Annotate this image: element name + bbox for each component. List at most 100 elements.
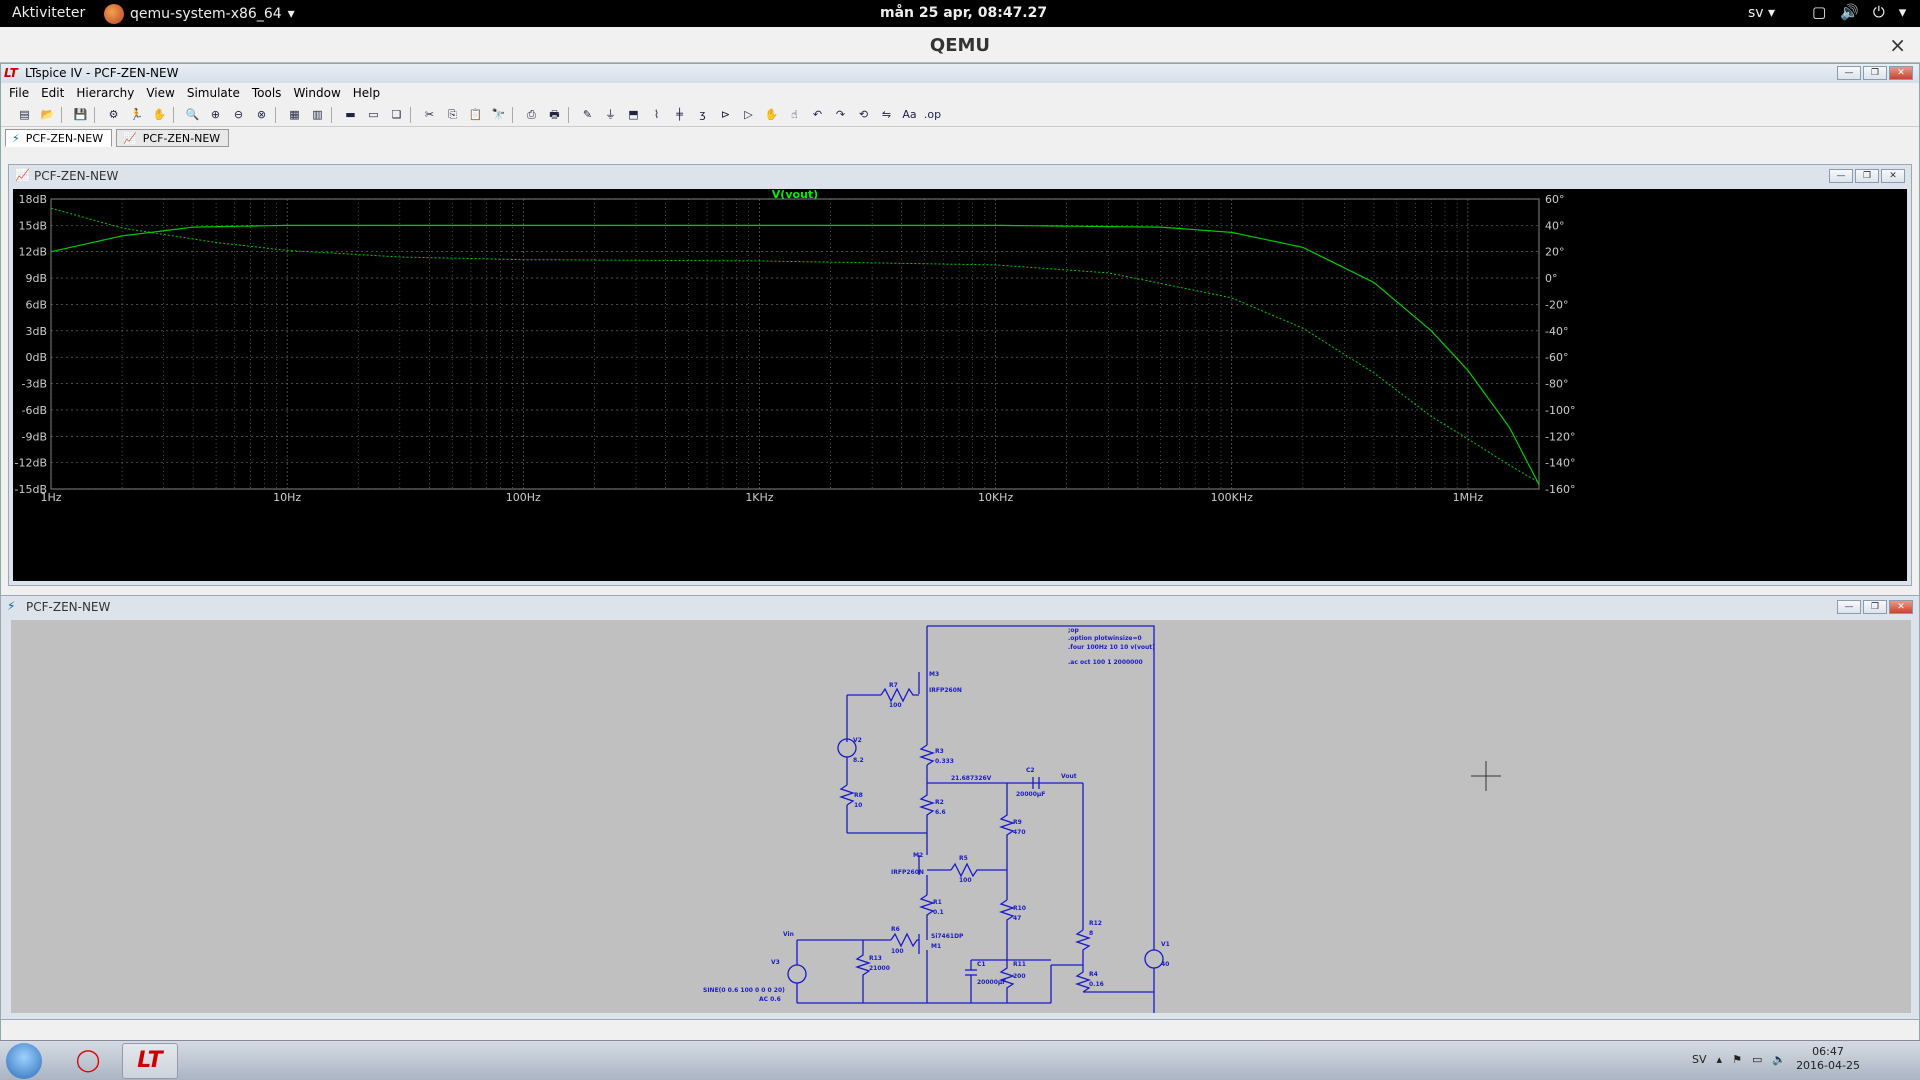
minimize-button[interactable]: — xyxy=(1829,169,1853,183)
inductor-icon[interactable]: ʒ xyxy=(699,107,706,121)
menu-file[interactable]: File xyxy=(9,86,30,100)
text-icon[interactable]: Aa xyxy=(902,107,917,121)
schematic-icon: ⚡ xyxy=(7,599,16,613)
menu-hierarchy[interactable]: Hierarchy xyxy=(76,86,135,100)
minimize-button[interactable]: — xyxy=(1837,600,1861,614)
y-left-tick-label: 12dB xyxy=(18,246,47,259)
source-spec-label: AC 0.6 xyxy=(759,996,781,1003)
x-tick-label: 10KHz xyxy=(978,491,1013,504)
ltspice-taskbar-button[interactable]: LT xyxy=(122,1043,178,1079)
y-right-tick-label: 20° xyxy=(1545,246,1565,259)
y-right-tick-label: 40° xyxy=(1545,219,1565,232)
y-left-tick-label: 3dB xyxy=(25,325,47,338)
close-button[interactable]: ✕ xyxy=(1889,600,1913,614)
spice-directive: .four 100Hz 10 10 v(vout) xyxy=(1068,644,1155,651)
system-tray[interactable]: ▢ 🔊 ⏻ ▾ xyxy=(1812,3,1906,21)
tile-horizontal-icon[interactable]: ▬ xyxy=(345,107,356,121)
maximize-button[interactable]: ❐ xyxy=(1863,600,1887,614)
ground-icon[interactable]: ⏚ xyxy=(605,107,616,121)
move-icon[interactable]: ✋ xyxy=(764,107,779,121)
close-button[interactable]: ✕ xyxy=(1881,169,1905,183)
capacitor-icon[interactable]: ╪ xyxy=(676,107,683,121)
print-icon[interactable]: 🖶 xyxy=(549,107,560,121)
schematic-window-title: PCF-ZEN-NEW xyxy=(26,600,111,614)
autorange-icon[interactable]: ▦ xyxy=(289,107,300,121)
input-language[interactable]: sv ▾ xyxy=(1748,5,1776,21)
find-icon[interactable]: 🔭 xyxy=(491,107,506,121)
toolbar-separator xyxy=(173,106,179,123)
run-icon[interactable]: 🏃 xyxy=(129,107,144,121)
grid-icon[interactable]: ▥ xyxy=(312,107,323,121)
zoom-in-icon[interactable]: 🔍 xyxy=(185,107,200,121)
menu-tools[interactable]: Tools xyxy=(251,86,282,100)
schematic-window-titlebar: ⚡ PCF-ZEN-NEW — ❐ ✕ xyxy=(1,596,1919,618)
y-left-tick-label: 0dB xyxy=(25,351,47,364)
print-setup-icon[interactable]: ⎙ xyxy=(527,107,536,121)
paste-icon[interactable]: 📋 xyxy=(468,107,483,121)
zoom-out-icon[interactable]: ⊖ xyxy=(233,107,244,121)
settings-icon[interactable]: ⚙ xyxy=(108,107,119,121)
component-label: M3 xyxy=(929,671,939,678)
resistor-r2 xyxy=(918,783,936,855)
menu-simulate[interactable]: Simulate xyxy=(186,86,240,100)
close-button[interactable]: ✕ xyxy=(1889,66,1913,80)
activities-button[interactable]: Aktiviteter xyxy=(12,5,86,21)
y-right-tick-label: -20° xyxy=(1545,298,1568,311)
start-button[interactable] xyxy=(6,1043,42,1079)
network-icon[interactable]: ▭ xyxy=(1751,1052,1763,1066)
minimize-button[interactable]: — xyxy=(1837,66,1861,80)
cascade-icon[interactable]: ❏ xyxy=(391,107,402,121)
maximize-button[interactable]: ❐ xyxy=(1863,66,1887,80)
menu-help[interactable]: Help xyxy=(352,86,381,100)
flag-icon[interactable]: ⚑ xyxy=(1732,1052,1742,1066)
new-schematic-icon[interactable]: ▤ xyxy=(19,107,30,121)
input-language[interactable]: SV xyxy=(1692,1052,1707,1066)
resistor-icon[interactable]: ⌇ xyxy=(653,107,660,121)
chevron-down-icon: ▾ xyxy=(287,6,295,22)
maximize-button[interactable]: ❐ xyxy=(1855,169,1879,183)
menu-view[interactable]: View xyxy=(146,86,175,100)
opera-taskbar-button[interactable]: ◯ xyxy=(60,1043,116,1079)
zoom-fit-icon[interactable]: ⊗ xyxy=(256,107,267,121)
schematic-svg[interactable]: ;op .option plotwinsize=0 .four 100Hz 10… xyxy=(11,620,1911,1022)
volume-icon[interactable]: 🔈 xyxy=(1772,1052,1787,1066)
diode-icon[interactable]: ⊳ xyxy=(720,107,731,121)
label-net-icon[interactable]: ⬒ xyxy=(628,107,639,121)
close-icon[interactable]: × xyxy=(1889,33,1906,57)
tray-clock[interactable]: 06:47 2016-04-25 xyxy=(1796,1045,1860,1073)
component-icon[interactable]: ▷ xyxy=(744,107,753,121)
copy-icon[interactable]: ⎘ xyxy=(448,107,457,121)
menu-window[interactable]: Window xyxy=(293,86,341,100)
schematic-canvas[interactable]: ;op .option plotwinsize=0 .four 100Hz 10… xyxy=(11,620,1911,1022)
undo-icon[interactable]: ↶ xyxy=(812,107,823,121)
magnitude-trace xyxy=(50,224,1540,485)
tile-vertical-icon[interactable]: ▭ xyxy=(368,107,379,121)
cut-icon[interactable]: ✂ xyxy=(424,107,435,121)
menu-edit[interactable]: Edit xyxy=(41,86,65,100)
tab-waveform[interactable]: 📈 PCF-ZEN-NEW xyxy=(116,129,230,147)
component-label: M2 xyxy=(913,852,923,859)
resistor-r3 xyxy=(918,744,936,766)
mirror-icon[interactable]: ⇋ xyxy=(881,107,892,121)
y-right-tick-label: -120° xyxy=(1545,430,1575,443)
source-spec-label: SINE(0 0.6 100 0 0 0 20) xyxy=(703,987,785,994)
component-label: 470 xyxy=(1013,829,1026,836)
open-icon[interactable]: 📂 xyxy=(40,107,55,121)
wire-icon[interactable]: ✎ xyxy=(582,107,593,121)
clock[interactable]: mån 25 apr, 08:47.27 xyxy=(880,5,1048,21)
gnome-top-bar: Aktiviteter qemu-system-x86_64 ▾ mån 25 … xyxy=(0,0,1920,27)
component-label: R12 xyxy=(1089,920,1102,927)
component-label: R1 xyxy=(933,899,942,906)
rotate-icon[interactable]: ⟲ xyxy=(858,107,869,121)
halt-icon[interactable]: ✋ xyxy=(152,107,167,121)
app-menu[interactable]: qemu-system-x86_64 ▾ xyxy=(104,4,295,24)
drag-icon[interactable]: ☝ xyxy=(791,107,798,121)
save-icon[interactable]: 💾 xyxy=(73,107,88,121)
bode-plot-svg[interactable]: 18dB15dB12dB9dB6dB3dB0dB-3dB-6dB-9dB-12d… xyxy=(13,188,1907,581)
pan-icon[interactable]: ⊕ xyxy=(210,107,221,121)
spice-directive-icon[interactable]: .op xyxy=(923,107,942,121)
tab-schematic[interactable]: ⚡ PCF-ZEN-NEW xyxy=(5,129,113,147)
chevron-up-icon[interactable]: ▴ xyxy=(1716,1052,1723,1066)
redo-icon[interactable]: ↷ xyxy=(835,107,846,121)
